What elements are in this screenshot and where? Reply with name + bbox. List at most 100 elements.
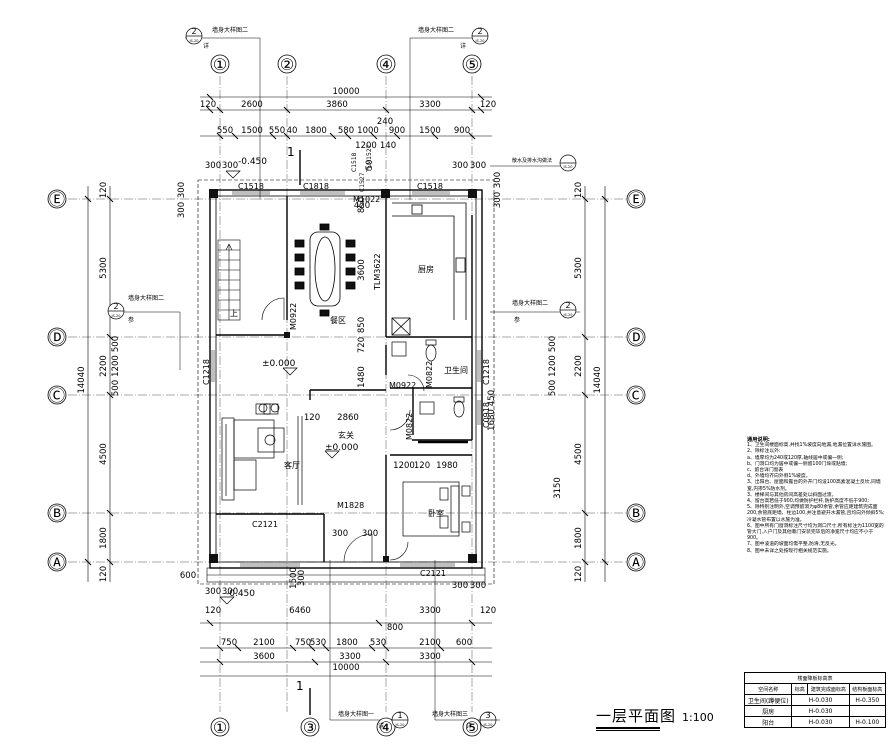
- note-line: 5、除特别注明外,空调预留洞为φ80余管,余管应距建筑完成面200,余管底距墙、…: [747, 505, 885, 523]
- plan-title: 一层平面图: [596, 707, 677, 725]
- svg-text:530: 530: [370, 638, 386, 648]
- svg-text:1800: 1800: [99, 527, 109, 549]
- svg-text:750: 750: [221, 638, 237, 648]
- detail-callout-circles: [107, 27, 577, 729]
- svg-text:1000: 1000: [357, 126, 379, 136]
- callout-wall-detail: 墙身大样图二: [128, 294, 164, 302]
- svg-text:300: 300: [177, 182, 187, 198]
- svg-text:300: 300: [470, 581, 486, 591]
- note-line: 2、除标注以外:: [747, 449, 781, 455]
- svg-text:1980: 1980: [436, 461, 458, 471]
- axis-labels: ① ② ④ ⑤ ① ③ ④ ⑤ Ⓔ Ⓓ Ⓒ Ⓑ Ⓐ Ⓔ Ⓓ Ⓒ Ⓑ Ⓐ: [49, 57, 644, 737]
- axis-label-top: ⑤: [465, 57, 479, 74]
- living-sofa: [221, 403, 303, 505]
- svg-text:300: 300: [493, 192, 503, 208]
- vertical-dimension-texts: 14040 120 5300 2200 4500 1800 120 300 30…: [77, 160, 603, 589]
- level-outside-top: -0.450: [238, 157, 267, 167]
- callout-sheet: JS-20: [475, 39, 485, 43]
- svg-text:120: 120: [99, 182, 109, 198]
- axis-label-right: Ⓒ: [628, 387, 644, 405]
- note-line: 3、出阳台、屋面和露台的外开门均设100高素混凝土反坎,同墙宽,内掺5%防水剂。: [747, 480, 881, 492]
- callout-wall-detail: 墙身大样图二: [418, 26, 454, 34]
- callout-texts: 墙身大样图二 详 墙身大样图二 详 墙身大样图二 参 墙身大样图二 参 墙身大样…: [128, 26, 552, 730]
- svg-text:2200: 2200: [99, 355, 109, 377]
- callout-see: 详: [378, 722, 384, 730]
- axis-label-left: Ⓒ: [49, 387, 65, 405]
- svg-text:900: 900: [454, 126, 470, 136]
- callout-sheet: JS-20: [483, 723, 493, 727]
- note-line: 7、图中凌道的坡面均需平整,防滑,无反光。: [747, 542, 840, 548]
- svg-text:2200: 2200: [574, 355, 584, 377]
- svg-text:550: 550: [217, 126, 233, 136]
- callout-num: 1: [397, 711, 402, 720]
- svg-text:2100: 2100: [419, 638, 441, 648]
- svg-text:6460: 6460: [289, 606, 311, 616]
- svg-text:C1518: C1518: [238, 182, 264, 191]
- callout-sheet: JS-20: [111, 314, 121, 318]
- svg-text:C1518: C1518: [417, 182, 443, 191]
- level-ground: ±0.000: [262, 359, 296, 369]
- axis-label-left: Ⓑ: [49, 505, 65, 523]
- axis-label-bottom: ④: [379, 720, 393, 737]
- svg-text:C1218: C1218: [482, 359, 491, 385]
- room-living: 客厅: [284, 460, 300, 470]
- svg-text:120: 120: [304, 413, 320, 423]
- svg-text:600: 600: [180, 571, 196, 581]
- room-bedroom: 卧室: [428, 508, 444, 518]
- table-header: 标高: [791, 683, 809, 695]
- axis-label-left: Ⓔ: [49, 191, 65, 209]
- callout-see: 详: [203, 42, 209, 50]
- callout-wall-detail: 墙身大样图三: [432, 710, 468, 718]
- svg-text:M0922: M0922: [389, 381, 416, 390]
- svg-text:140: 140: [380, 141, 396, 151]
- svg-text:M0822: M0822: [425, 361, 434, 388]
- axis-label-bottom: ①: [213, 720, 227, 737]
- callout-drain: 散水及排水沟做法: [512, 157, 552, 164]
- svg-text:600: 600: [456, 638, 472, 648]
- svg-text:C0918: C0918: [482, 402, 491, 428]
- stair-up-label: 上: [230, 309, 238, 318]
- svg-text:300: 300: [222, 161, 238, 171]
- svg-text:550: 550: [269, 126, 285, 136]
- svg-text:3300: 3300: [419, 606, 441, 616]
- callout-wall-detail: 墙身大样图二: [512, 299, 548, 307]
- callout-num: 3: [485, 711, 490, 720]
- level-markers: [219, 170, 340, 605]
- svg-text:M0922: M0922: [289, 303, 298, 330]
- dimension-ticks: [84, 93, 609, 666]
- door-swings: [261, 297, 425, 563]
- kitchen-counter: [391, 202, 467, 336]
- note-line: a、墙厚均为240或120厚,轴线居中或偏一侧;: [747, 455, 844, 461]
- dimension-texts: 10000 120 2600 3860 3300 120 550 1500 55…: [180, 87, 496, 673]
- svg-text:3600: 3600: [253, 652, 275, 662]
- bathroom-fixtures: [391, 339, 465, 418]
- svg-text:3300: 3300: [419, 652, 441, 662]
- svg-text:3300: 3300: [419, 100, 441, 110]
- svg-text:1200: 1200: [355, 141, 377, 151]
- axis-label-right: Ⓔ: [628, 191, 644, 209]
- table-row: 厨房 H-0.030: [743, 705, 887, 717]
- svg-text:300: 300: [332, 529, 348, 539]
- note-line: 3、楼梯间与其他房间高差处以斜面过渡。: [747, 492, 837, 498]
- svg-text:580: 580: [338, 126, 354, 136]
- callout-num: 2: [565, 301, 570, 310]
- callout-sheet: JS-20: [563, 165, 573, 169]
- callout-num: 2: [113, 302, 118, 311]
- svg-text:450: 450: [487, 390, 497, 406]
- table-header: 结构板面标高: [848, 683, 887, 695]
- axis-grid: [68, 76, 628, 712]
- plan-scale: 1:100: [682, 711, 714, 724]
- svg-text:1500: 1500: [241, 126, 263, 136]
- axis-label-bottom: ③: [303, 720, 317, 737]
- table-caption: 楼面降板标高表: [744, 672, 886, 684]
- svg-text:1500: 1500: [289, 567, 299, 589]
- svg-text:1800: 1800: [305, 126, 327, 136]
- dining-table: [294, 223, 356, 317]
- callout-see: 参: [514, 316, 520, 324]
- note-line: 8、图中未详之处按现行相关规范实施。: [747, 548, 832, 554]
- callout-num: 2: [477, 27, 482, 36]
- svg-text:750: 750: [295, 638, 311, 648]
- svg-text:1480: 1480: [357, 366, 367, 388]
- svg-text:M1022: M1022: [353, 195, 380, 204]
- room-kitchen: 厨房: [418, 264, 434, 274]
